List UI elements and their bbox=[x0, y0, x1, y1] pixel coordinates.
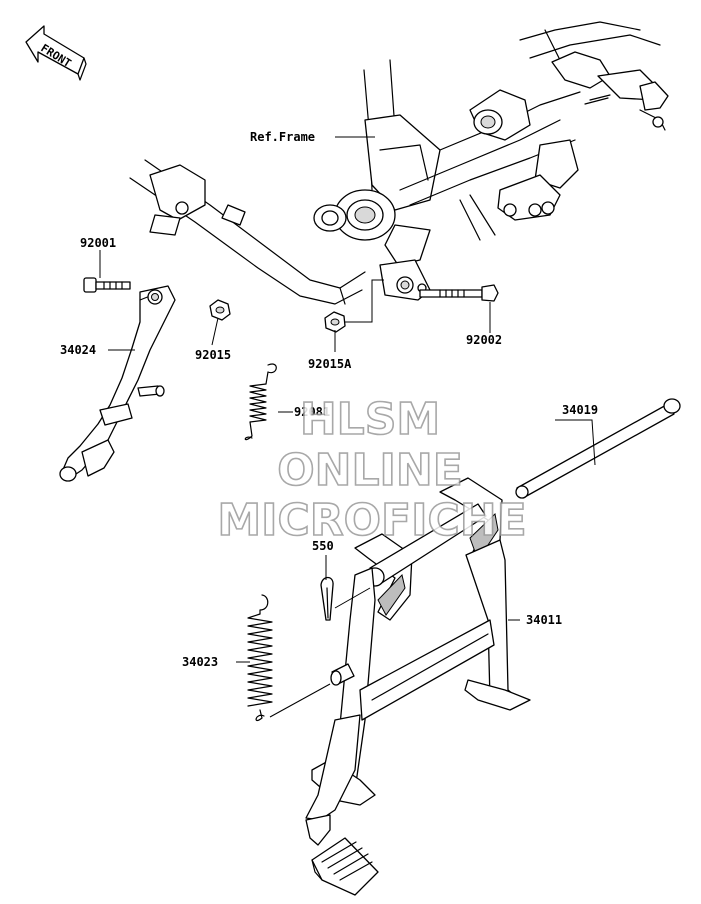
part-label-92015A: 92015A bbox=[308, 357, 352, 371]
bolt-92001-part bbox=[83, 277, 131, 293]
part-label-92015: 92015 bbox=[195, 348, 231, 362]
center-stand-part bbox=[305, 477, 531, 896]
watermark: HLSM ONLINE MICROFICHE bbox=[217, 393, 528, 547]
watermark-line-3: MICROFICHE bbox=[217, 495, 526, 546]
watermark-line-1: HLSM bbox=[300, 394, 440, 445]
ref-frame-label: Ref.Frame bbox=[250, 130, 315, 144]
part-label-550: 550 bbox=[312, 539, 334, 553]
pin-part bbox=[330, 663, 355, 686]
part-label-92001: 92001 bbox=[80, 236, 116, 250]
part-label-92081: 92081 bbox=[294, 405, 330, 419]
part-label-92002: 92002 bbox=[466, 333, 502, 347]
watermark-line-2: ONLINE bbox=[277, 445, 463, 496]
shaft-34019-part bbox=[515, 398, 681, 499]
bolt-92002-part bbox=[419, 284, 499, 302]
part-label-34024: 34024 bbox=[60, 343, 96, 357]
nut-92015-part bbox=[209, 299, 231, 321]
part-label-34019: 34019 bbox=[562, 403, 598, 417]
frame-drawing bbox=[129, 21, 669, 305]
front-arrow-icon: FRONT bbox=[25, 25, 87, 81]
part-label-34011: 34011 bbox=[526, 613, 562, 627]
leader-lines bbox=[99, 136, 596, 718]
cotter-pin-550-part bbox=[320, 576, 334, 621]
nut-92015A-part bbox=[324, 311, 346, 333]
side-stand-part bbox=[59, 285, 176, 482]
spring-92081-part bbox=[244, 363, 277, 441]
part-label-34023: 34023 bbox=[182, 655, 218, 669]
spring-34023-part bbox=[247, 594, 273, 722]
